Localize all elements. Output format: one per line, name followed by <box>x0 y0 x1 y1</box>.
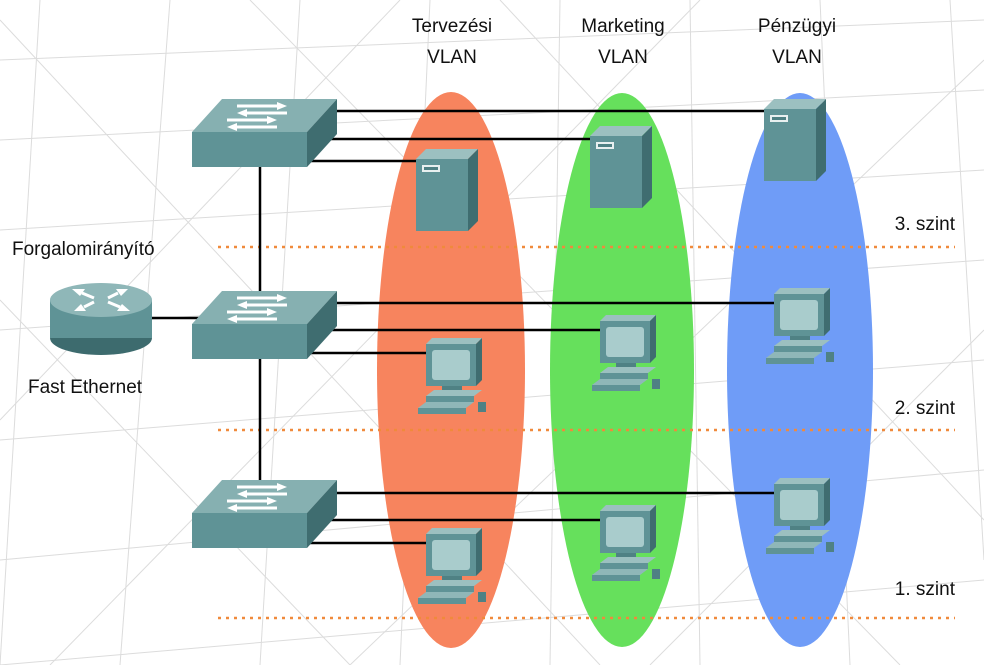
router-label: Forgalomirányító <box>12 239 155 260</box>
vlan-label-tervezesi-line2: VLAN <box>427 47 477 68</box>
floor-label-3: 3. szint <box>895 214 956 235</box>
router-icon <box>50 283 152 355</box>
floor-label-2: 2. szint <box>895 398 956 419</box>
vlan-label-tervezesi-line1: Tervezési <box>412 16 492 37</box>
vlan-label-penzugyi-line1: Pénzügyi <box>758 16 836 37</box>
vlan-label-marketing-line2: VLAN <box>598 47 648 68</box>
switch-icon-floor-3 <box>192 97 337 169</box>
switch-icon-floor-1 <box>192 478 337 550</box>
server-icon-marketing <box>590 126 652 208</box>
switch-icon-floor-2 <box>192 289 337 361</box>
vlan-label-marketing-line1: Marketing <box>581 16 664 37</box>
server-icon-tervezesi <box>416 149 478 231</box>
vlan-label-penzugyi-line2: VLAN <box>772 47 822 68</box>
vlan-ellipse-penzugyi <box>727 93 873 647</box>
floor-separators <box>218 245 955 620</box>
server-icon-penzugyi <box>764 99 826 181</box>
link-type-label: Fast Ethernet <box>28 377 143 398</box>
floor-label-1: 1. szint <box>895 579 956 600</box>
